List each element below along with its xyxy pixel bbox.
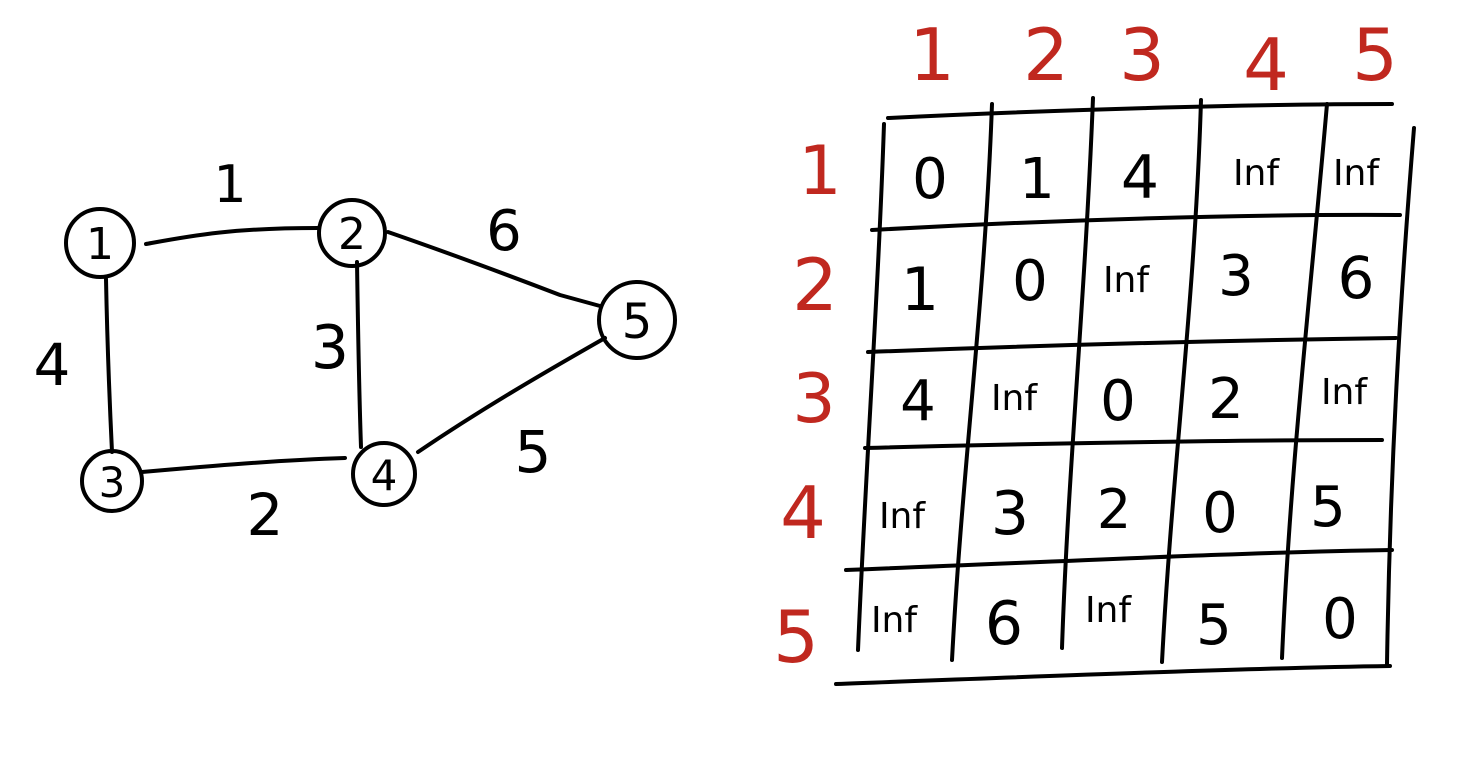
matrix-cell-2-1: 1 <box>901 255 939 325</box>
row-header-2: 2 <box>792 243 838 327</box>
edge-1-3 <box>104 277 114 454</box>
matrix-cell-4-4: 0 <box>1202 481 1238 546</box>
matrix-cell-4-2: 3 <box>991 479 1029 549</box>
edge-2-4 <box>355 260 363 449</box>
node-circle <box>64 207 136 279</box>
matrix-cell-2-5: 6 <box>1338 244 1375 312</box>
node-2: 2 <box>317 198 387 268</box>
matrix-cell-2-2: 0 <box>1012 249 1048 314</box>
column-header-4: 4 <box>1243 23 1289 107</box>
node-label: 3 <box>99 458 126 507</box>
node-5: 5 <box>597 280 677 360</box>
matrix-cell-4-3: 2 <box>1097 478 1131 541</box>
matrix-cell-5-1: Inf <box>871 600 918 641</box>
row-header-5: 5 <box>773 595 819 679</box>
node-label: 2 <box>338 209 366 260</box>
grid-line-v <box>1060 96 1095 650</box>
column-header-5: 5 <box>1352 13 1398 97</box>
grid-line-h <box>834 664 1392 686</box>
grid-line-v <box>856 122 886 652</box>
matrix-cell-1-2: 1 <box>1019 147 1055 212</box>
node-circle <box>597 280 677 360</box>
column-header-3: 3 <box>1119 13 1165 97</box>
matrix-cell-5-2: 6 <box>985 589 1023 659</box>
row-header-4: 4 <box>780 471 826 555</box>
grid-line-h <box>844 548 1394 572</box>
edge-weight-1-2: 1 <box>213 155 246 215</box>
node-label: 4 <box>371 451 398 500</box>
matrix-cell-5-3: Inf <box>1085 590 1132 631</box>
matrix-cell-3-1: 4 <box>900 369 936 434</box>
matrix-cell-1-5: Inf <box>1333 153 1380 194</box>
matrix-cell-2-3: Inf <box>1103 260 1150 301</box>
matrix-cell-1-1: 0 <box>912 147 948 212</box>
grid-line-h <box>866 336 1398 354</box>
node-1: 1 <box>64 207 136 279</box>
matrix-cell-3-3: 0 <box>1100 369 1136 434</box>
node-label: 5 <box>622 294 653 350</box>
edge-1-2 <box>144 226 320 246</box>
node-3: 3 <box>80 449 144 513</box>
grid-line-v <box>1280 102 1329 660</box>
edge-weight-4-5: 5 <box>515 418 552 486</box>
grid-line-v <box>950 102 994 662</box>
matrix-cell-4-5: 5 <box>1310 475 1346 540</box>
weighted-graph: 1 2 3 4 5 1 4 3 6 2 5 <box>34 155 677 549</box>
row-header-3: 3 <box>792 360 835 439</box>
matrix-cell-3-4: 2 <box>1208 367 1244 432</box>
edge-weight-2-4: 3 <box>311 313 349 383</box>
edge-weight-3-4: 2 <box>247 481 284 549</box>
column-header-2: 2 <box>1023 13 1069 97</box>
column-header-1: 1 <box>909 13 955 97</box>
matrix-cell-2-4: 3 <box>1218 244 1254 309</box>
node-label: 1 <box>86 219 114 270</box>
matrix-cell-1-3: 4 <box>1121 143 1159 213</box>
adjacency-matrix: 1 2 3 4 5 1 2 3 4 5 0 1 4 Inf Inf 1 0 In… <box>773 13 1416 686</box>
matrix-cell-5-5: 0 <box>1322 587 1358 652</box>
grid-line-h <box>863 438 1384 450</box>
matrix-cell-3-5: Inf <box>1321 372 1368 413</box>
edge-weight-2-5: 6 <box>486 199 522 264</box>
edge-weight-1-3: 4 <box>34 331 71 399</box>
edge-3-4 <box>140 456 347 474</box>
matrix-cell-4-1: Inf <box>879 496 926 537</box>
grid-line-v <box>1160 98 1203 664</box>
grid-line-v <box>1385 126 1416 666</box>
matrix-cell-3-2: Inf <box>991 378 1038 419</box>
edge-2-5 <box>386 230 602 308</box>
matrix-cell-1-4: Inf <box>1233 153 1280 194</box>
grid-line-h <box>870 212 1402 232</box>
node-circle <box>351 441 417 507</box>
node-circle <box>80 449 144 513</box>
node-4: 4 <box>351 441 417 507</box>
grid-line-h <box>886 102 1394 120</box>
node-circle <box>317 198 387 268</box>
matrix-cell-5-4: 5 <box>1196 593 1232 658</box>
row-header-1: 1 <box>798 132 841 211</box>
edge-4-5 <box>416 336 607 454</box>
